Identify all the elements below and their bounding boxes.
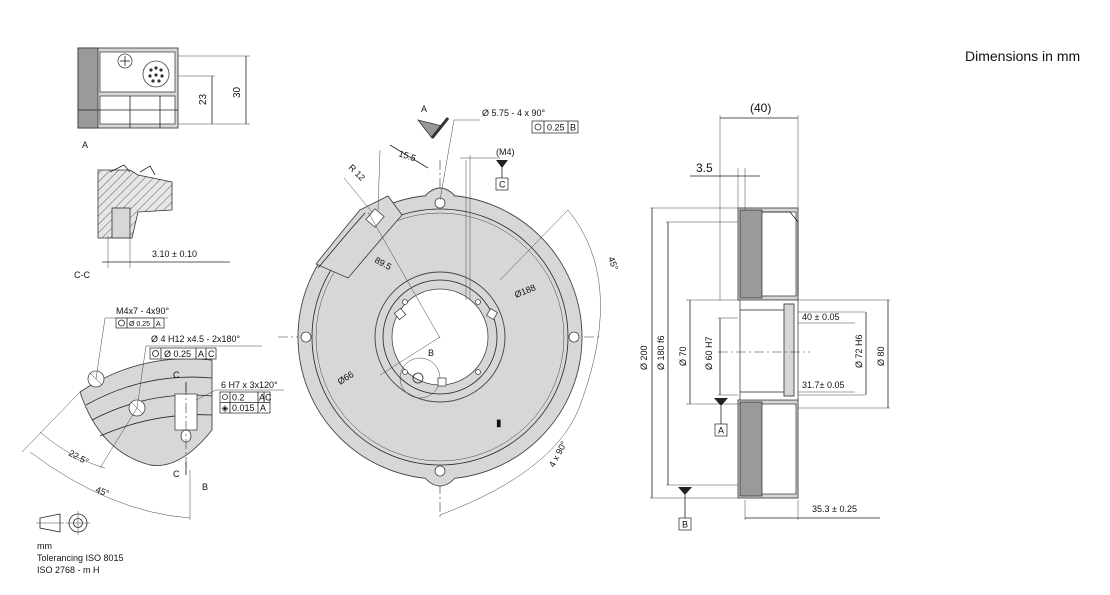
footer-iso: ISO 2768 - m H — [37, 565, 100, 575]
tol-m4: Ø 0.25 — [129, 321, 150, 328]
dim-70: Ø 70 — [678, 346, 688, 366]
datum-c: C — [499, 180, 506, 190]
callout-m4: M4x7 - 4x90° — [116, 306, 170, 316]
datum-a: A — [718, 426, 724, 436]
position-tolerance-icon — [534, 123, 542, 131]
angle-45-front: 45° — [606, 255, 620, 272]
units-note: Dimensions in mm — [965, 48, 1080, 64]
runout-icon: ◈ — [222, 403, 229, 413]
mounting-hole-bottom — [434, 465, 446, 477]
datum-b-triangle-icon — [678, 487, 692, 495]
view-label-cc: C-C — [74, 270, 90, 280]
dim-15-5: 15.5 — [397, 148, 417, 163]
dim-30: 30 — [232, 86, 243, 98]
mounting-hole-right — [568, 331, 580, 343]
front-label-b: B — [428, 348, 434, 358]
angle-4x90: 4 x 90° — [547, 439, 569, 469]
angle-45: 45° — [94, 484, 111, 498]
position-tolerance-icon — [152, 350, 159, 357]
dim-3-5: 3.5 — [696, 161, 713, 175]
angle-22-5: 22.5° — [67, 448, 91, 467]
tol-h7-2: 0.015 — [232, 403, 255, 413]
tol-holes-ref: B — [570, 123, 576, 133]
datum-a-triangle-icon — [714, 398, 728, 406]
dim-r12: R 12 — [347, 162, 368, 183]
tol-h7-1-ref2: C — [265, 393, 272, 403]
position-tolerance-icon — [118, 319, 125, 327]
dim-80: Ø 80 — [876, 346, 886, 366]
view-label-b: B — [202, 482, 208, 492]
connector-pins-icon — [148, 66, 164, 83]
tol-holes: 0.25 — [547, 123, 565, 133]
dim-m4: (M4) — [496, 147, 515, 157]
mounting-hole-top — [434, 197, 446, 209]
tol-hole-ref2: C — [208, 349, 215, 359]
dim-40-005: 40 ± 0.05 — [802, 312, 839, 322]
callout-h7: 6 H7 x 3x120° — [221, 380, 278, 390]
detail-b-body — [79, 358, 213, 467]
section-cc-view: 3.10 ± 0.10 — [97, 164, 230, 268]
tol-hole: Ø 0.25 — [164, 349, 191, 359]
section-cc-body — [97, 169, 173, 239]
dim-60: Ø 60 H7 — [704, 336, 714, 370]
brand-logo-mark: ▮ — [496, 418, 502, 429]
dim-180: Ø 180 f6 — [656, 335, 666, 370]
datum-c-triangle-icon — [496, 160, 508, 168]
dim-72: Ø 72 H6 — [854, 334, 864, 368]
front-view: ▮ — [278, 119, 601, 520]
dim-40: (40) — [750, 101, 771, 115]
position-tolerance-icon — [222, 394, 228, 400]
top-view-side — [77, 47, 99, 129]
mounting-hole-left — [300, 331, 312, 343]
dim-23: 23 — [198, 93, 209, 105]
section-marker-c-top: C — [173, 370, 180, 380]
dim-31-7: 31.7± 0.05 — [802, 380, 844, 390]
section-marker-c-bottom: C — [173, 469, 180, 479]
tol-m4-ref: A — [156, 321, 161, 328]
detail-b-view — [21, 317, 284, 520]
top-view: 23 30 — [77, 47, 250, 129]
tol-h7-1: 0.2 — [232, 393, 245, 403]
mounting-ears — [300, 187, 580, 487]
tol-h7-1-ref1: A — [259, 393, 265, 403]
projection-symbol-icon — [36, 511, 90, 535]
tol-hole-ref1: A — [198, 349, 204, 359]
footer-units: mm — [37, 541, 52, 551]
dim-200: Ø 200 — [639, 345, 649, 370]
tol-h7-2-ref: A — [260, 403, 266, 413]
view-label-a: A — [82, 140, 88, 150]
callout-hole: Ø 4 H12 x4.5 - 2x180° — [151, 334, 241, 344]
footer-tolerancing: Tolerancing ISO 8015 — [37, 553, 124, 563]
callout-holes: Ø 5.75 - 4 x 90° — [482, 108, 546, 118]
dim-3-10: 3.10 ± 0.10 — [152, 249, 197, 259]
datum-b: B — [682, 520, 688, 530]
dim-35-3: 35.3 ± 0.25 — [812, 504, 857, 514]
view-arrow-a-label: A — [421, 104, 427, 114]
side-view — [650, 115, 890, 520]
